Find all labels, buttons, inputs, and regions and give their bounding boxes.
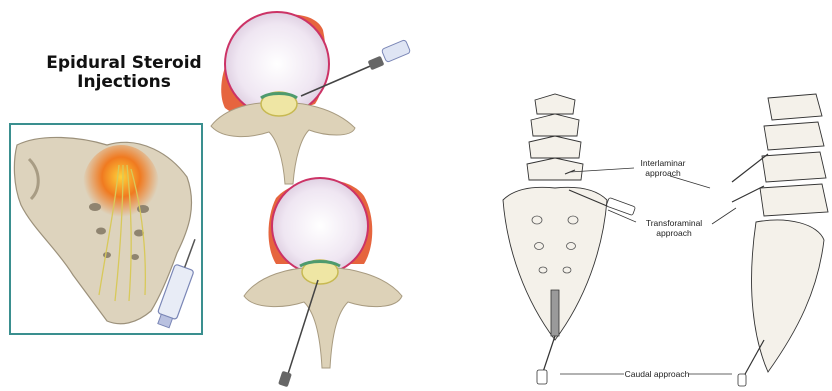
needle-icon	[537, 336, 555, 384]
axial-vertebra-top	[205, 8, 425, 188]
lateral-vertebra	[768, 94, 822, 120]
lateral-vertebra	[762, 152, 826, 182]
interlaminar-leader	[570, 168, 634, 172]
caudal-label: Caudal approach	[622, 369, 692, 379]
title-line-2: Injections	[24, 73, 224, 92]
diagram-title: Epidural Steroid Injections	[24, 54, 224, 92]
transforaminal-label: Transforaminal approach	[634, 218, 714, 238]
sacrum-inset-panel	[9, 123, 203, 335]
transforaminal-leader	[712, 208, 736, 224]
transforaminal-leader	[608, 210, 636, 222]
lumbar-vertebra	[535, 94, 575, 114]
lateral-vertebra	[764, 122, 824, 150]
lateral-sacrum	[752, 220, 824, 372]
caudal-hiatus	[551, 290, 559, 336]
sacrum-illustration	[11, 125, 201, 333]
interlaminar-label: Interlaminar approach	[634, 158, 692, 178]
lateral-vertebra	[760, 184, 828, 216]
inflammation-glow	[83, 145, 159, 225]
lumbar-vertebra	[529, 136, 581, 158]
label-leader-lines	[560, 160, 750, 380]
lumbar-vertebra	[531, 114, 579, 136]
axial-vertebra-bottom	[236, 168, 416, 390]
title-line-1: Epidural Steroid	[24, 54, 224, 73]
